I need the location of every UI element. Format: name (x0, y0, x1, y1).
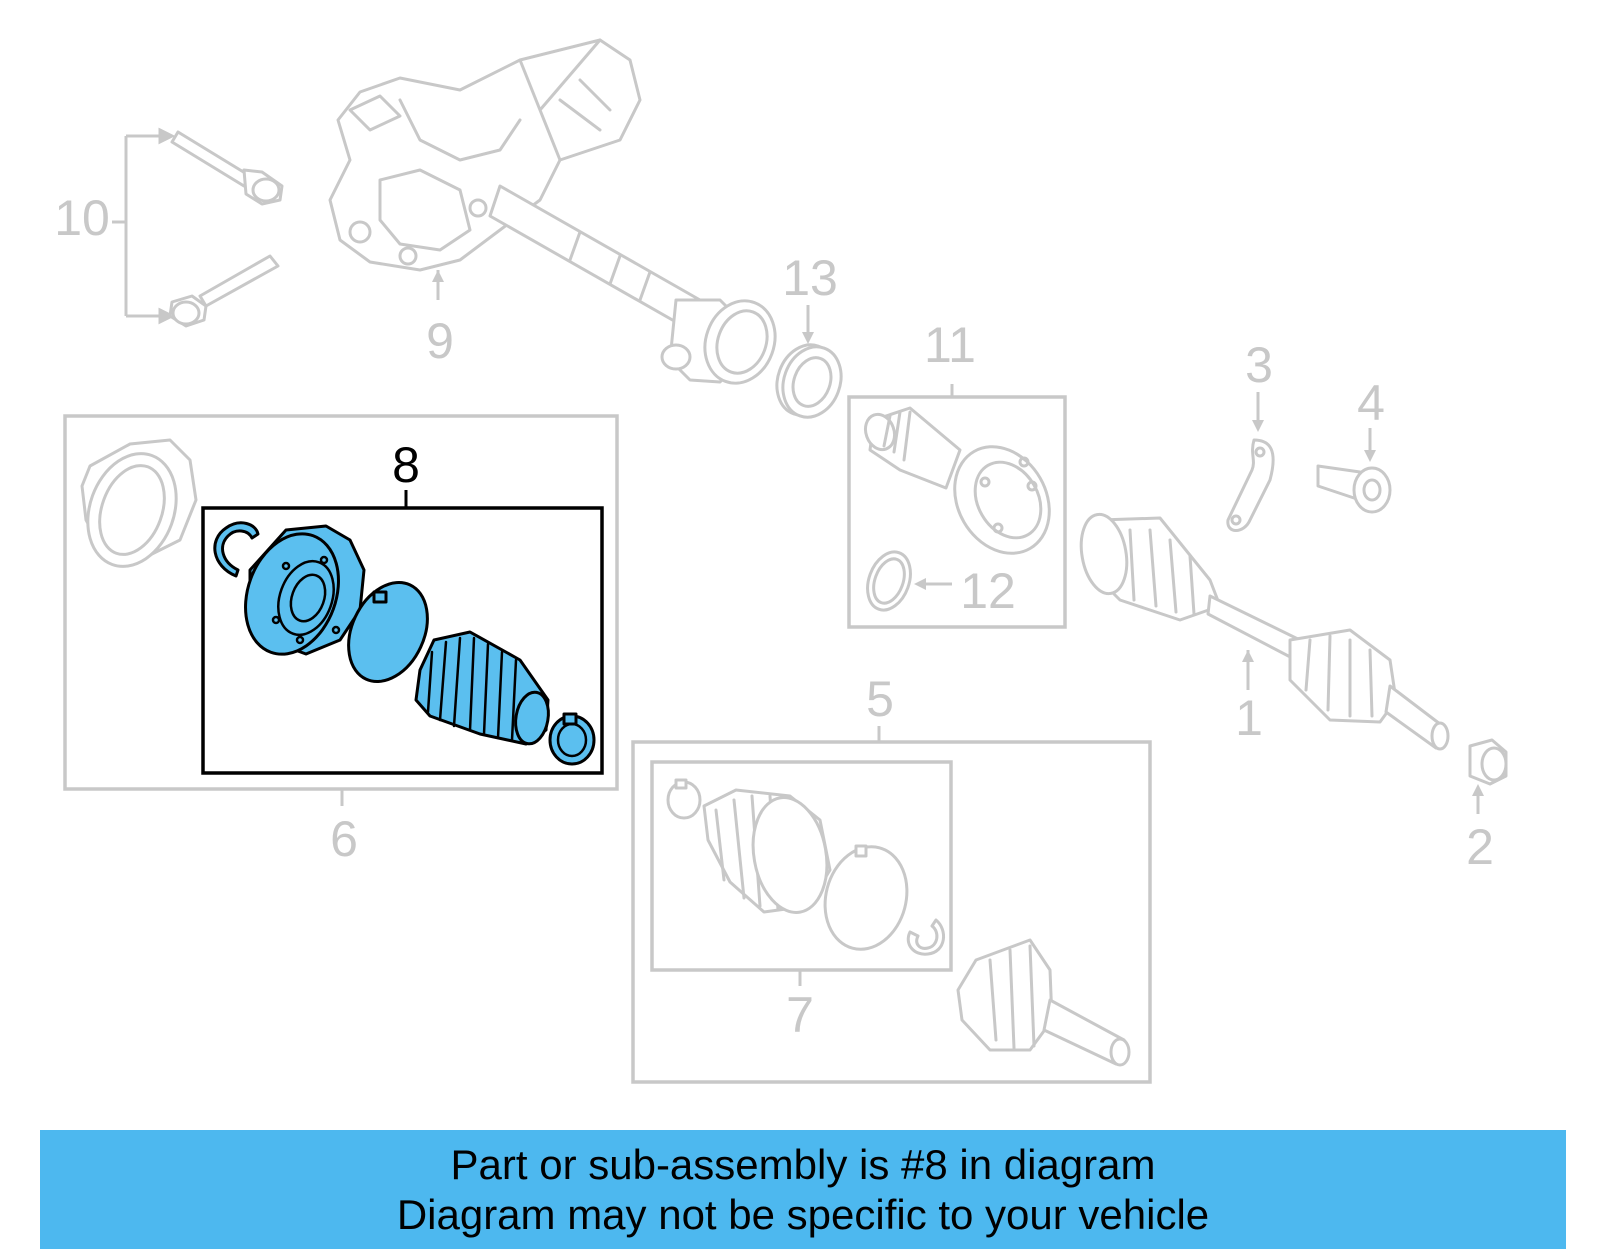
part-6-box (63, 414, 619, 806)
part-4-bolt (1316, 428, 1392, 514)
callout-5: 5 (866, 671, 894, 727)
part-1-driveshaft (1079, 512, 1450, 751)
banner-line-1: Part or sub-assembly is #8 in diagram (450, 1140, 1156, 1188)
callout-7: 7 (786, 987, 814, 1043)
part-3-clip (1226, 392, 1275, 532)
callout-13: 13 (782, 250, 838, 306)
callout-10: 10 (54, 190, 110, 246)
callout-11: 11 (924, 317, 976, 373)
part-5-box (631, 726, 1152, 1084)
part-10-bolts (112, 127, 284, 328)
part-13-seal (775, 305, 843, 419)
callout-12: 12 (960, 563, 1016, 619)
part-2-nut (1468, 738, 1508, 814)
callout-8: 8 (392, 437, 420, 493)
callout-3: 3 (1245, 337, 1273, 393)
callout-9: 9 (426, 313, 454, 369)
banner-line-2: Diagram may not be specific to your vehi… (396, 1190, 1210, 1238)
info-banner: Part or sub-assembly is #8 in diagram Di… (40, 1130, 1566, 1249)
callout-1: 1 (1235, 690, 1263, 746)
callout-4: 4 (1357, 375, 1385, 431)
part-11-box (847, 384, 1067, 629)
part-9-differential (328, 38, 777, 385)
part-8-kit (201, 490, 604, 775)
callout-2: 2 (1466, 819, 1494, 875)
callout-6: 6 (330, 811, 358, 867)
